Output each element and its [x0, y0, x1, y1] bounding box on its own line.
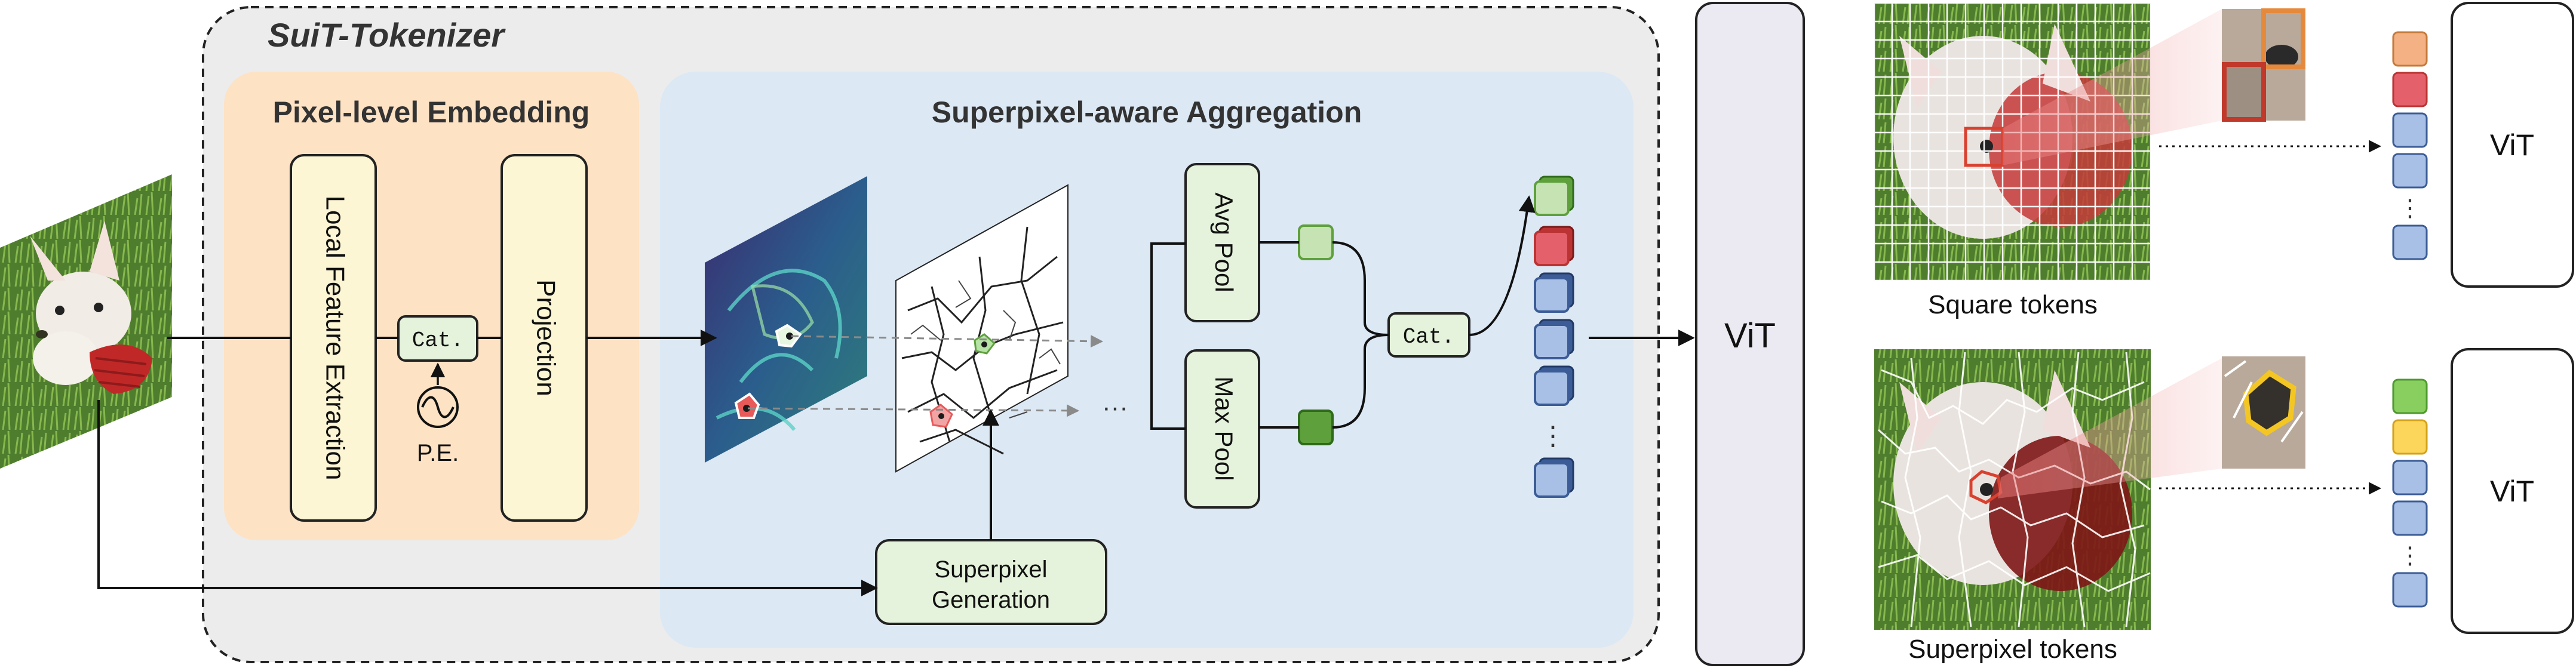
avg-pool-label: Avg Pool: [1210, 192, 1238, 292]
local-feature-label: Local Feature Extraction: [320, 196, 349, 481]
superpixel-zoom-patch: [2222, 356, 2305, 469]
cat-label-2: Cat.: [1403, 325, 1454, 349]
vit-main-label: ViT: [1724, 316, 1776, 355]
superpixel-generation-line1: Superpixel: [934, 556, 1047, 583]
embedding-title: Pixel-level Embedding: [273, 96, 590, 129]
connectors: [97, 195, 1695, 596]
projection-label: Projection: [531, 279, 560, 396]
square-list-ellipsis: ⋮: [2398, 195, 2422, 221]
max-pooled-token: [1298, 410, 1334, 445]
cat-label-1: Cat.: [412, 328, 463, 353]
avg-pooled-token: [1298, 224, 1334, 260]
square-zoom-beam: [2003, 9, 2222, 165]
superpixel-zoom-beam: [1998, 358, 2222, 498]
vit-bottom-label: ViT: [2490, 475, 2534, 508]
aggregation-panel: [660, 72, 1634, 648]
pe-wave-icon: [421, 396, 455, 418]
token-stack: [1534, 176, 1574, 498]
token-stack-ellipsis: ⋮: [1540, 421, 1566, 451]
feature-map: [705, 176, 867, 463]
vit-top-label: ViT: [2490, 128, 2534, 162]
square-token-image: [1873, 2, 2152, 282]
aggregation-title: Superpixel-aware Aggregation: [932, 96, 1362, 129]
dashed-arrow-green: [791, 335, 1104, 348]
pe-icon: [417, 386, 459, 428]
square-tokens-caption: Square tokens: [1928, 290, 2098, 319]
superpixel-tokens-caption: Superpixel tokens: [1908, 635, 2117, 664]
pe-label: P.E.: [417, 440, 459, 466]
dashed-arrow-red: [747, 404, 1080, 417]
square-token-list: [2392, 31, 2428, 260]
vit-top-box: [2451, 2, 2574, 288]
arrow-ellipsis: ···: [1102, 393, 1128, 422]
tokenizer-title: SuiT-Tokenizer: [268, 16, 506, 54]
vit-bottom-box: [2451, 348, 2574, 634]
superpixel-token-list: [2392, 378, 2428, 608]
square-zoom-patch: [2222, 8, 2305, 122]
superpixel-list-ellipsis: ⋮: [2398, 543, 2422, 569]
input-image: [0, 174, 172, 469]
superpixel-generation-line2: Generation: [932, 587, 1050, 613]
vit-main-box: [1695, 2, 1805, 666]
max-pool-label: Max Pool: [1210, 376, 1238, 481]
